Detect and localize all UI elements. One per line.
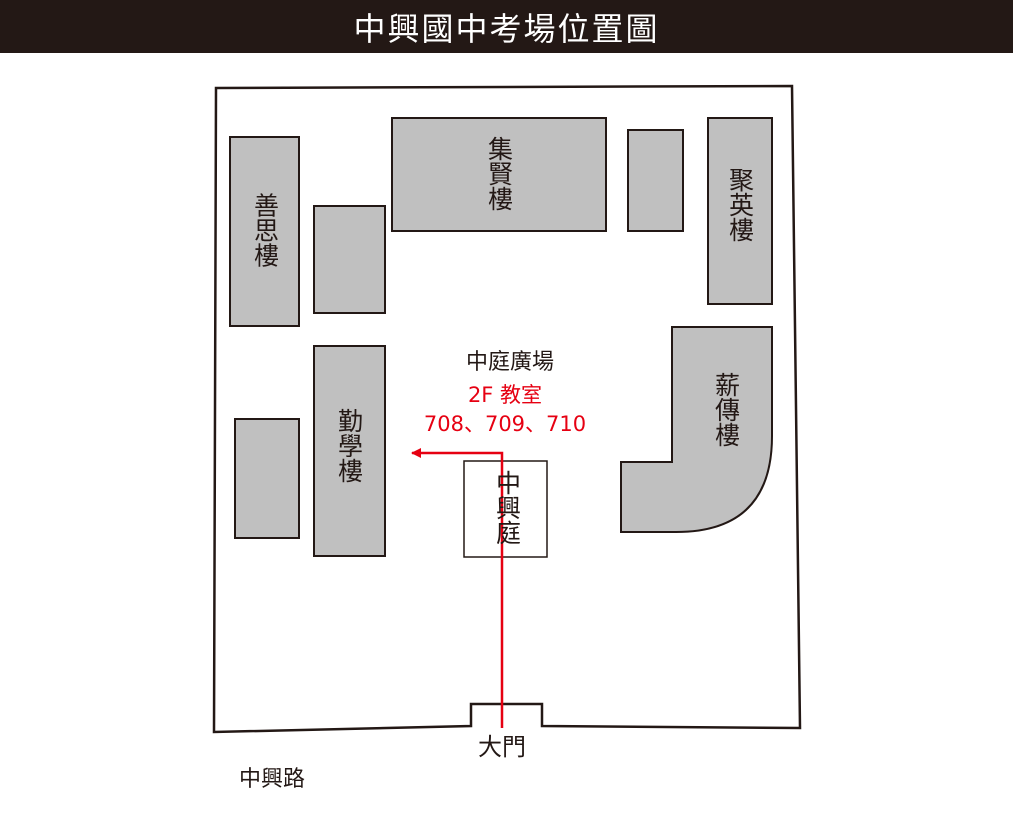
label-xinchuan: 薪傳樓 — [712, 372, 741, 447]
label-shansi: 善思樓 — [251, 193, 280, 268]
label-plaza: 中庭廣場 — [466, 350, 554, 375]
label-destination-rooms: 708、709、710 — [424, 412, 586, 436]
label-qinxue: 勤學樓 — [335, 408, 364, 483]
label-destination-floor: 2F 教室 — [468, 383, 542, 407]
building-unnamed-3 — [234, 418, 300, 539]
courtyard-box — [463, 460, 548, 558]
title-bar: 中興國中考場位置圖 — [0, 0, 1013, 53]
page-title: 中興國中考場位置圖 — [353, 9, 660, 48]
building-jixian[interactable] — [391, 117, 607, 232]
label-courtyard: 中興庭 — [493, 470, 522, 545]
building-xinchuan[interactable] — [620, 326, 773, 533]
label-jixian: 集賢樓 — [485, 136, 514, 211]
building-shansi[interactable] — [229, 136, 300, 327]
building-unnamed-2 — [627, 129, 684, 232]
building-juying[interactable] — [707, 117, 773, 305]
building-qinxue[interactable] — [313, 345, 386, 557]
building-unnamed-1 — [313, 205, 386, 314]
label-gate: 大門 — [478, 733, 526, 761]
route-line — [411, 448, 504, 728]
label-road: 中興路 — [239, 767, 305, 792]
label-juying: 聚英樓 — [726, 167, 755, 242]
